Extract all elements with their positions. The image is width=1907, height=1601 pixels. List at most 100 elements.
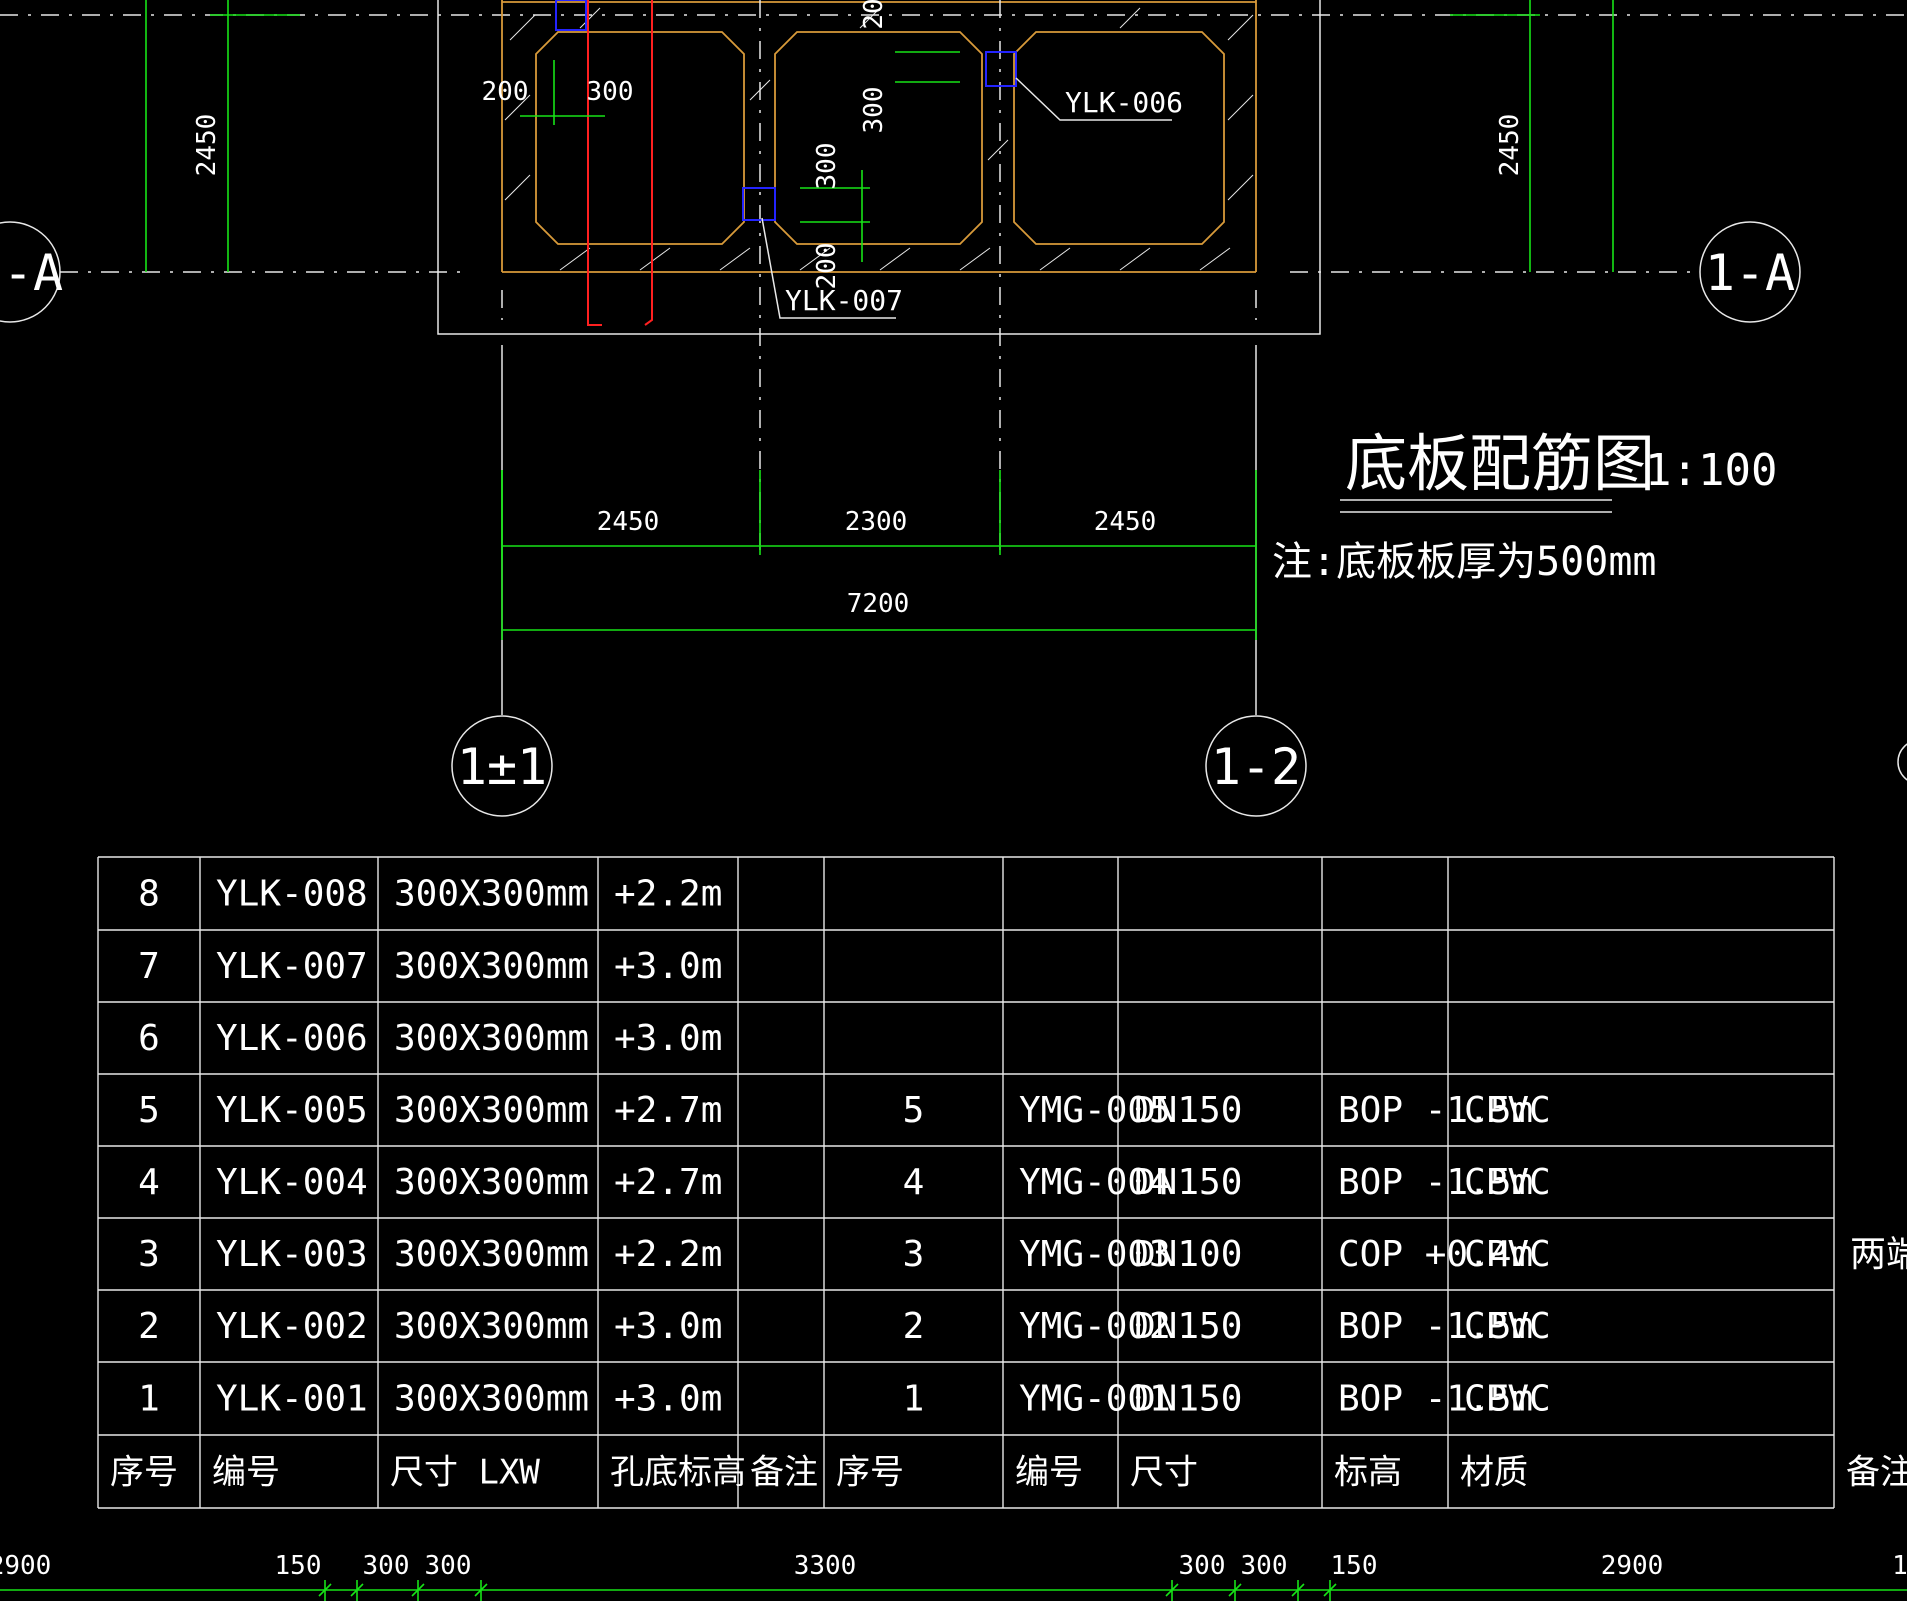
chamber-2 [774, 31, 983, 245]
chamber-1 [535, 31, 745, 245]
table-header-cell: 材质 [1460, 1453, 1528, 1493]
table-cell: COP +0.4m [1338, 1234, 1533, 1275]
plan-dimension-texts: 2450 2450 200 300 300 300 200 20 YLK-006… [192, 0, 1525, 317]
dim-20-top: 20 [859, 0, 889, 30]
chamber-3 [1013, 31, 1225, 245]
axis-bubble-1-1 [451, 715, 553, 817]
dim-right-2450: 2450 [1495, 114, 1525, 177]
table-cell: CPVC [1464, 1306, 1551, 1347]
bottom-dim-text: 300 [425, 1551, 472, 1581]
table-cell: YLK-008 [216, 874, 368, 915]
table-cell: 300X300mm [394, 1018, 589, 1059]
table-cell: CPVC [1464, 1090, 1551, 1131]
bottom-dim-text: 150 [275, 1551, 322, 1581]
axis-label-1a-right: 1-A [1705, 244, 1795, 302]
axis-bubbles: 1-A 1-A 1±1 1-2 [0, 221, 1907, 817]
table-cell: YLK-007 [216, 946, 368, 987]
dim-200: 200 [482, 77, 529, 107]
table-cell: +3.0m [614, 1018, 722, 1059]
bottom-dim-text: 1 [1892, 1551, 1907, 1581]
table-cell: 3 [903, 1234, 925, 1275]
table-cell: CPVC [1464, 1379, 1551, 1420]
wall-hatching [504, 7, 1254, 271]
table-cell: DN150 [1134, 1162, 1242, 1203]
table-cell: 6 [138, 1018, 160, 1059]
table-cell: 300X300mm [394, 1306, 589, 1347]
table-cell: +3.0m [614, 1306, 722, 1347]
table-cell: 4 [903, 1162, 925, 1203]
table-cell: 7 [138, 946, 160, 987]
base-plate-frame [437, 0, 1321, 335]
schedule-table: 8 YLK-008 300X300mm +2.2m 7 YLK-007 300X300mm +… [110, 874, 1907, 1493]
table-cell: YLK-006 [216, 1018, 368, 1059]
dim-300-c: 300 [812, 143, 842, 190]
dim-300-a: 300 [587, 77, 634, 107]
bottom-dim-text: 300 [1179, 1551, 1226, 1581]
table-header-cell: 尺寸 [1130, 1453, 1198, 1493]
table-cell: YMG-002 [1019, 1306, 1171, 1347]
table-cell: CPVC [1464, 1234, 1551, 1275]
table-header-cell: 标高 [1334, 1453, 1402, 1493]
dim-seg-3: 2450 [1094, 507, 1157, 537]
table-cell: 300X300mm [394, 874, 589, 915]
dim-seg-2: 2300 [845, 507, 908, 537]
table-header-cell: 序号 [836, 1453, 904, 1493]
table-cell: DN150 [1134, 1379, 1242, 1420]
drawing-note: 注:底板板厚为500mm [1272, 539, 1657, 585]
axis-label-1a-left: 1-A [0, 244, 63, 302]
tag-ylk-007: YLK-007 [785, 284, 903, 317]
bottom-dim-text: 2900 [1601, 1551, 1664, 1581]
table-cell: 2 [903, 1306, 925, 1347]
table-cell: 2 [138, 1306, 160, 1347]
table-cell: YLK-004 [216, 1162, 368, 1203]
bottom-dim-text: 300 [363, 1551, 410, 1581]
table-header-cell: 序号 [110, 1453, 178, 1493]
table-cell: +2.7m [614, 1162, 722, 1203]
table-cell: 5 [903, 1090, 925, 1131]
section-cut-line-2 [644, 0, 653, 326]
table-cell: DN100 [1134, 1234, 1242, 1275]
table-cell: YMG-004 [1019, 1162, 1171, 1203]
bottom-dim-text: 3300 [794, 1551, 857, 1581]
table-cell: YLK-005 [216, 1090, 368, 1131]
table-cell: +2.2m [614, 1234, 722, 1275]
axis-bubble-1-2 [1205, 715, 1307, 817]
table-cell: +3.0m [614, 1379, 722, 1420]
table-cell: 1 [903, 1379, 925, 1420]
table-cell: 8 [138, 874, 160, 915]
opening-mark-1 [555, 0, 587, 31]
plan-view [0, 0, 1907, 715]
bottom-dim-text: 2900 [0, 1551, 51, 1581]
leader-ylk-006 [1015, 77, 1172, 121]
table-cell: BOP -1.5m [1338, 1162, 1533, 1203]
table-cell: +2.2m [614, 874, 722, 915]
table-cell: BOP -1.5m [1338, 1306, 1533, 1347]
table-cell: YMG-001 [1019, 1379, 1171, 1420]
table-cell: YMG-005 [1019, 1090, 1171, 1131]
bottom-dimension-strip: 2900150300300330030030015029001 [0, 1551, 1907, 1601]
dim-seg-1: 2450 [597, 507, 660, 537]
table-cell: +2.7m [614, 1090, 722, 1131]
table-cell: YLK-003 [216, 1234, 368, 1275]
table-cell: YLK-002 [216, 1306, 368, 1347]
table-cell: 4 [138, 1162, 160, 1203]
table-cell: +3.0m [614, 946, 722, 987]
table-header-cell: 备注 [1846, 1453, 1907, 1493]
drawing-scale: 1:100 [1645, 445, 1777, 496]
table-header-cell: 备注 [750, 1453, 818, 1493]
table-cell: YMG-003 [1019, 1234, 1171, 1275]
table-cell: BOP -1.5m [1338, 1379, 1533, 1420]
table-header-cell: 尺寸 LXW [390, 1453, 540, 1493]
dimension-chain: 2450 2300 2450 7200 [501, 470, 1257, 640]
tag-ylk-006: YLK-006 [1065, 86, 1183, 119]
table-cell: CPVC [1464, 1162, 1551, 1203]
dim-total: 7200 [847, 589, 910, 619]
table-cell: DN150 [1134, 1306, 1242, 1347]
table-cell: 1 [138, 1379, 160, 1420]
table-header-cell: 编号 [212, 1453, 280, 1493]
axis-bubble-1a-right [1699, 221, 1801, 323]
axis-label-1-2: 1-2 [1211, 738, 1301, 796]
axis-label-1-1: 1±1 [457, 738, 547, 796]
opening-ylk-007 [742, 187, 776, 221]
